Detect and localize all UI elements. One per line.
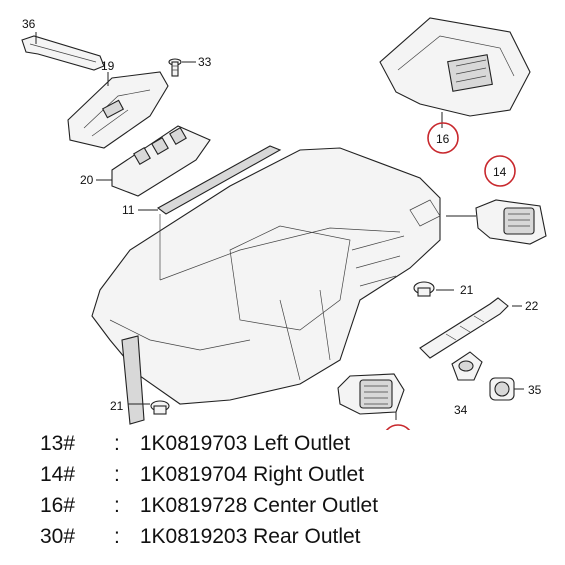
- legend-description: Center Outlet: [253, 494, 379, 517]
- legend-separator: :: [114, 525, 120, 548]
- part-21-clip-left: [150, 400, 170, 415]
- highlight-ring-13: [385, 424, 411, 430]
- part-33-screw: [168, 58, 182, 77]
- legend-description: Left Outlet: [253, 432, 351, 455]
- callout-19: 19: [101, 59, 115, 73]
- legend-separator: :: [114, 432, 120, 455]
- callout-35: 35: [528, 383, 542, 397]
- part-number-legend: 13#: 1K0819703 Left Outlet 14#: 1K081970…: [40, 428, 560, 552]
- legend-key: 14#: [40, 463, 76, 486]
- legend-part-number: 1K0819704: [139, 463, 248, 486]
- legend-part-number: 1K0819203: [139, 525, 248, 548]
- part-19-cover: [67, 71, 169, 149]
- callout-33: 33: [198, 55, 212, 69]
- legend-part-number: 1K0819703: [139, 432, 248, 455]
- callout-21-right: 21: [460, 283, 474, 297]
- callout-36: 36: [22, 17, 36, 31]
- legend-row-14: 14#: 1K0819704 Right Outlet: [40, 459, 560, 490]
- exploded-parts-diagram: 36 19 33 20 11: [21, 17, 547, 430]
- callout-14: 14: [493, 165, 507, 179]
- part-20-switch-panel: [111, 125, 211, 197]
- part-34-duct-connector: [451, 351, 483, 381]
- part-14-right-outlet: [475, 199, 547, 245]
- legend-key: 30#: [40, 525, 76, 548]
- legend-part-number: 1K0819728: [139, 494, 248, 517]
- callout-11: 11: [122, 203, 135, 217]
- part-21-clip-right: [413, 281, 435, 297]
- part-11-trim-strip: [156, 145, 282, 215]
- legend-row-13: 13#: 1K0819703 Left Outlet: [40, 428, 560, 459]
- callout-20: 20: [80, 173, 94, 187]
- callout-34: 34: [454, 403, 468, 417]
- part-22-duct-hose: [419, 297, 509, 359]
- legend-separator: :: [114, 463, 120, 486]
- callout-22: 22: [525, 299, 539, 313]
- legend-key: 16#: [40, 494, 76, 517]
- callout-21-left: 21: [110, 399, 124, 413]
- highlight-ring-14: [484, 155, 516, 187]
- part-35-round-outlet: [489, 377, 515, 401]
- dashboard-body: [91, 147, 441, 425]
- legend-row-16: 16#: 1K0819728 Center Outlet: [40, 490, 560, 521]
- legend-description: Right Outlet: [253, 463, 365, 486]
- part-16-center-outlet: [379, 17, 531, 117]
- callout-16: 16: [436, 132, 450, 146]
- legend-key: 13#: [40, 432, 76, 455]
- legend-row-30: 30#: 1K0819203 Rear Outlet: [40, 521, 560, 552]
- part-13-left-outlet: [337, 373, 405, 415]
- legend-separator: :: [114, 494, 120, 517]
- highlight-ring-16: [427, 122, 459, 154]
- legend-description: Rear Outlet: [253, 525, 361, 548]
- part-36-bracket: [21, 35, 105, 71]
